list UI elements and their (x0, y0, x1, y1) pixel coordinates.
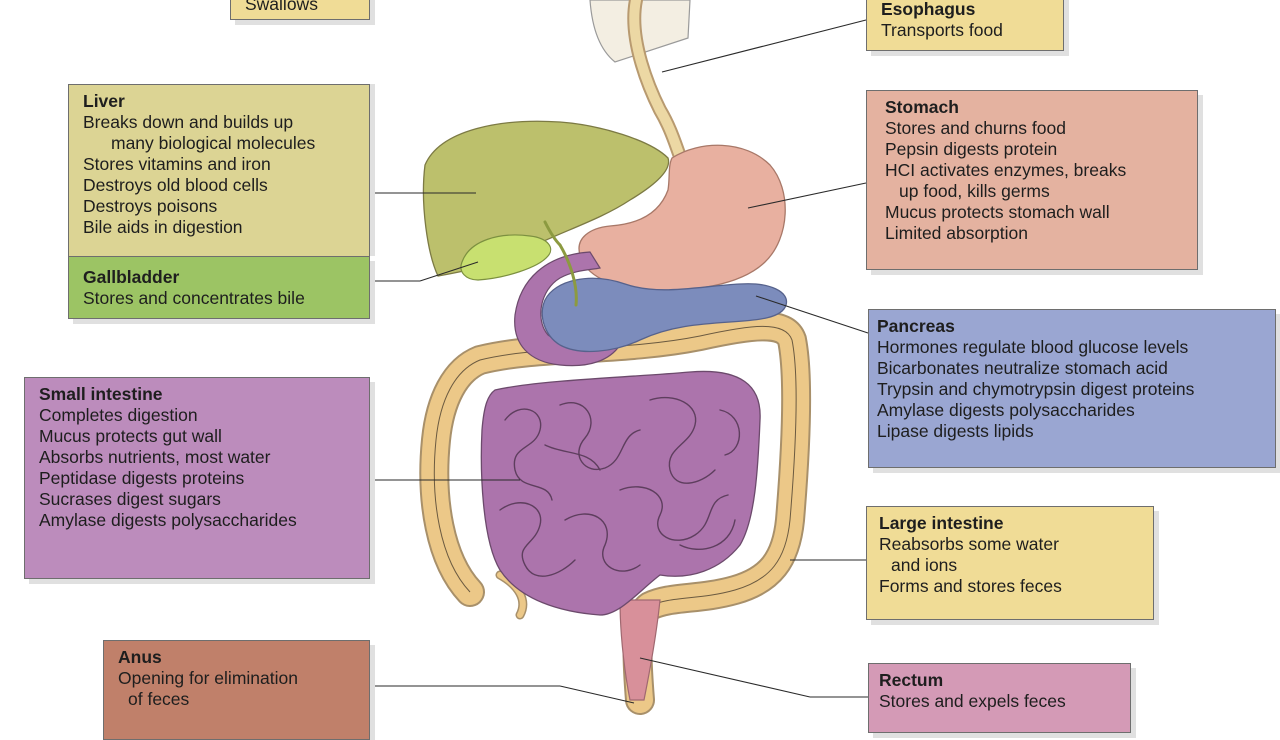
anus-line: Opening for elimination (118, 668, 298, 688)
small-intestine-label-box: Small intestine Completes digestion Mucu… (24, 377, 370, 579)
anus-title: Anus (118, 647, 162, 667)
pancreas-organ (541, 277, 788, 353)
swallows-label-box: Swallows (230, 0, 370, 20)
esophagus-title: Esophagus (881, 0, 976, 19)
small-intestine-line: Completes digestion (39, 405, 198, 425)
digestive-system-illustration (230, 0, 869, 715)
gallbladder-label-box: Gallbladder Stores and concentrates bile (68, 256, 370, 319)
large-intestine-line: and ions (891, 555, 958, 575)
liver-line: Destroys old blood cells (83, 175, 268, 195)
pancreas-line: Trypsin and chymotrypsin digest proteins (877, 379, 1195, 399)
small-intestine-line: Sucrases digest sugars (39, 489, 221, 509)
gallbladder-title: Gallbladder (83, 267, 180, 287)
liver-line: many biological molecules (111, 133, 316, 153)
large-intestine-line: Reabsorbs some water (879, 534, 1059, 554)
pancreas-line: Hormones regulate blood glucose levels (877, 337, 1189, 357)
pancreas-line: Bicarbonates neutralize stomach acid (877, 358, 1168, 378)
stomach-line: Pepsin digests protein (885, 139, 1058, 159)
stomach-line: Stores and churns food (885, 118, 1066, 138)
anus-line: of feces (128, 689, 190, 709)
pancreas-line: Lipase digests lipids (877, 421, 1034, 441)
esophagus-label-box: Esophagus Transports food (866, 0, 1064, 51)
stomach-line: up food, kills germs (899, 181, 1050, 201)
stomach-line: Mucus protects stomach wall (885, 202, 1110, 222)
stomach-line: Limited absorption (885, 223, 1028, 243)
rectum-line: Stores and expels feces (879, 691, 1066, 711)
pancreas-title: Pancreas (877, 316, 955, 336)
stomach-label-box: Stomach Stores and churns food Pepsin di… (866, 90, 1198, 270)
liver-line: Bile aids in digestion (83, 217, 243, 237)
liver-line: Stores vitamins and iron (83, 154, 271, 174)
esophagus-line: Transports food (881, 20, 1003, 40)
liver-line: Destroys poisons (83, 196, 218, 216)
pancreas-label-box: Pancreas Hormones regulate blood glucose… (868, 309, 1276, 468)
leader-esophagus (661, 19, 867, 73)
liver-line: Breaks down and builds up (83, 112, 294, 132)
swallows-line: Swallows (245, 0, 318, 14)
rectum-title: Rectum (879, 670, 944, 690)
rectum-label-box: Rectum Stores and expels feces (868, 663, 1131, 733)
stomach-title: Stomach (885, 97, 959, 117)
small-intestine-title: Small intestine (39, 384, 163, 404)
anus-label-box: Anus Opening for elimination of feces (103, 640, 370, 740)
small-intestine-line: Peptidase digests proteins (39, 468, 245, 488)
liver-organ (422, 120, 670, 277)
gallbladder-line: Stores and concentrates bile (83, 288, 305, 308)
small-intestine-organ (480, 370, 761, 616)
large-intestine-title: Large intestine (879, 513, 1004, 533)
gallbladder-organ (460, 234, 552, 281)
leader-stomach (747, 182, 867, 209)
small-intestine-line: Mucus protects gut wall (39, 426, 222, 446)
liver-title: Liver (83, 91, 125, 111)
pancreas-line: Amylase digests polysaccharides (877, 400, 1135, 420)
liver-label-box: Liver Breaks down and builds up many bio… (68, 84, 370, 256)
stomach-line: HCI activates enzymes, breaks (885, 160, 1127, 180)
small-intestine-line: Absorbs nutrients, most water (39, 447, 271, 467)
leader-pancreas (755, 295, 869, 334)
rectum-organ (619, 599, 661, 701)
large-intestine-line: Forms and stores feces (879, 576, 1062, 596)
large-intestine-label-box: Large intestine Reabsorbs some water and… (866, 506, 1154, 620)
small-intestine-line: Amylase digests polysaccharides (39, 510, 297, 530)
